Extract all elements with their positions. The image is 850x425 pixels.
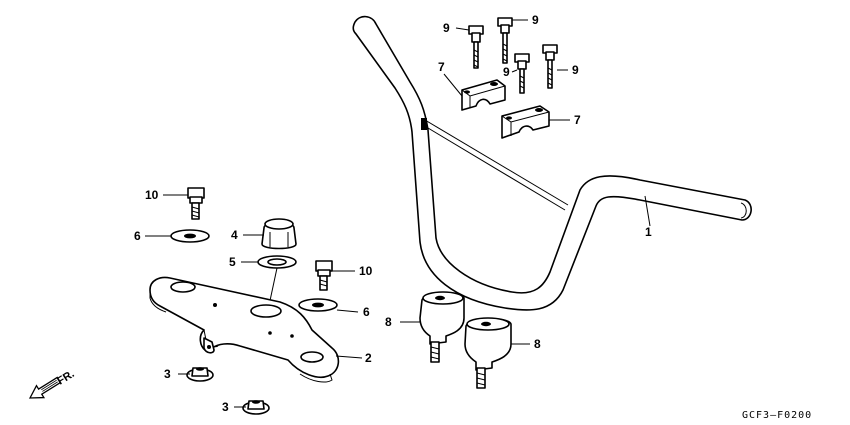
callout-10b: 10 [359,264,373,278]
callout-10a: 10 [145,188,159,202]
washer-6b [298,298,338,312]
bolt-9a [468,25,484,69]
callout-8b: 8 [534,337,541,351]
front-direction-marker: FR. [28,368,77,399]
lower-holder-8a [419,291,465,363]
upper-holder-7a [461,79,506,111]
upper-holder-7b [501,105,550,139]
flange-nut-3b [242,400,270,415]
callout-4: 4 [231,228,238,242]
callout-5: 5 [229,255,236,269]
callout-9d: 9 [572,63,579,77]
bolt-9d [542,44,558,89]
bolt-9b [497,17,513,64]
callout-6b: 6 [363,305,370,319]
callout-1: 1 [645,225,652,239]
washer-6a [170,229,210,243]
callout-3a: 3 [164,367,171,381]
leader-lines [145,19,651,408]
callout-6a: 6 [134,229,141,243]
callout-9b: 9 [532,13,539,27]
front-label: FR. [55,368,76,388]
callout-7b: 7 [574,113,581,127]
bolt-9c [514,53,530,94]
top-bridge-plate [149,276,340,383]
handlebar [352,15,752,311]
washer-5 [257,255,297,269]
callout-9c: 9 [503,65,510,79]
cap-nut-4 [261,218,297,250]
callout-7a: 7 [438,60,445,74]
bolt-10b [315,260,333,291]
callout-2: 2 [365,351,372,365]
callout-8a: 8 [385,315,392,329]
callout-3b: 3 [222,400,229,414]
diagram-code: GCF3–F0200 [742,410,812,421]
bolt-10a [187,187,205,220]
flange-nut-3a [186,367,214,382]
callout-9a: 9 [443,21,450,35]
lower-holder-8b [464,317,512,389]
